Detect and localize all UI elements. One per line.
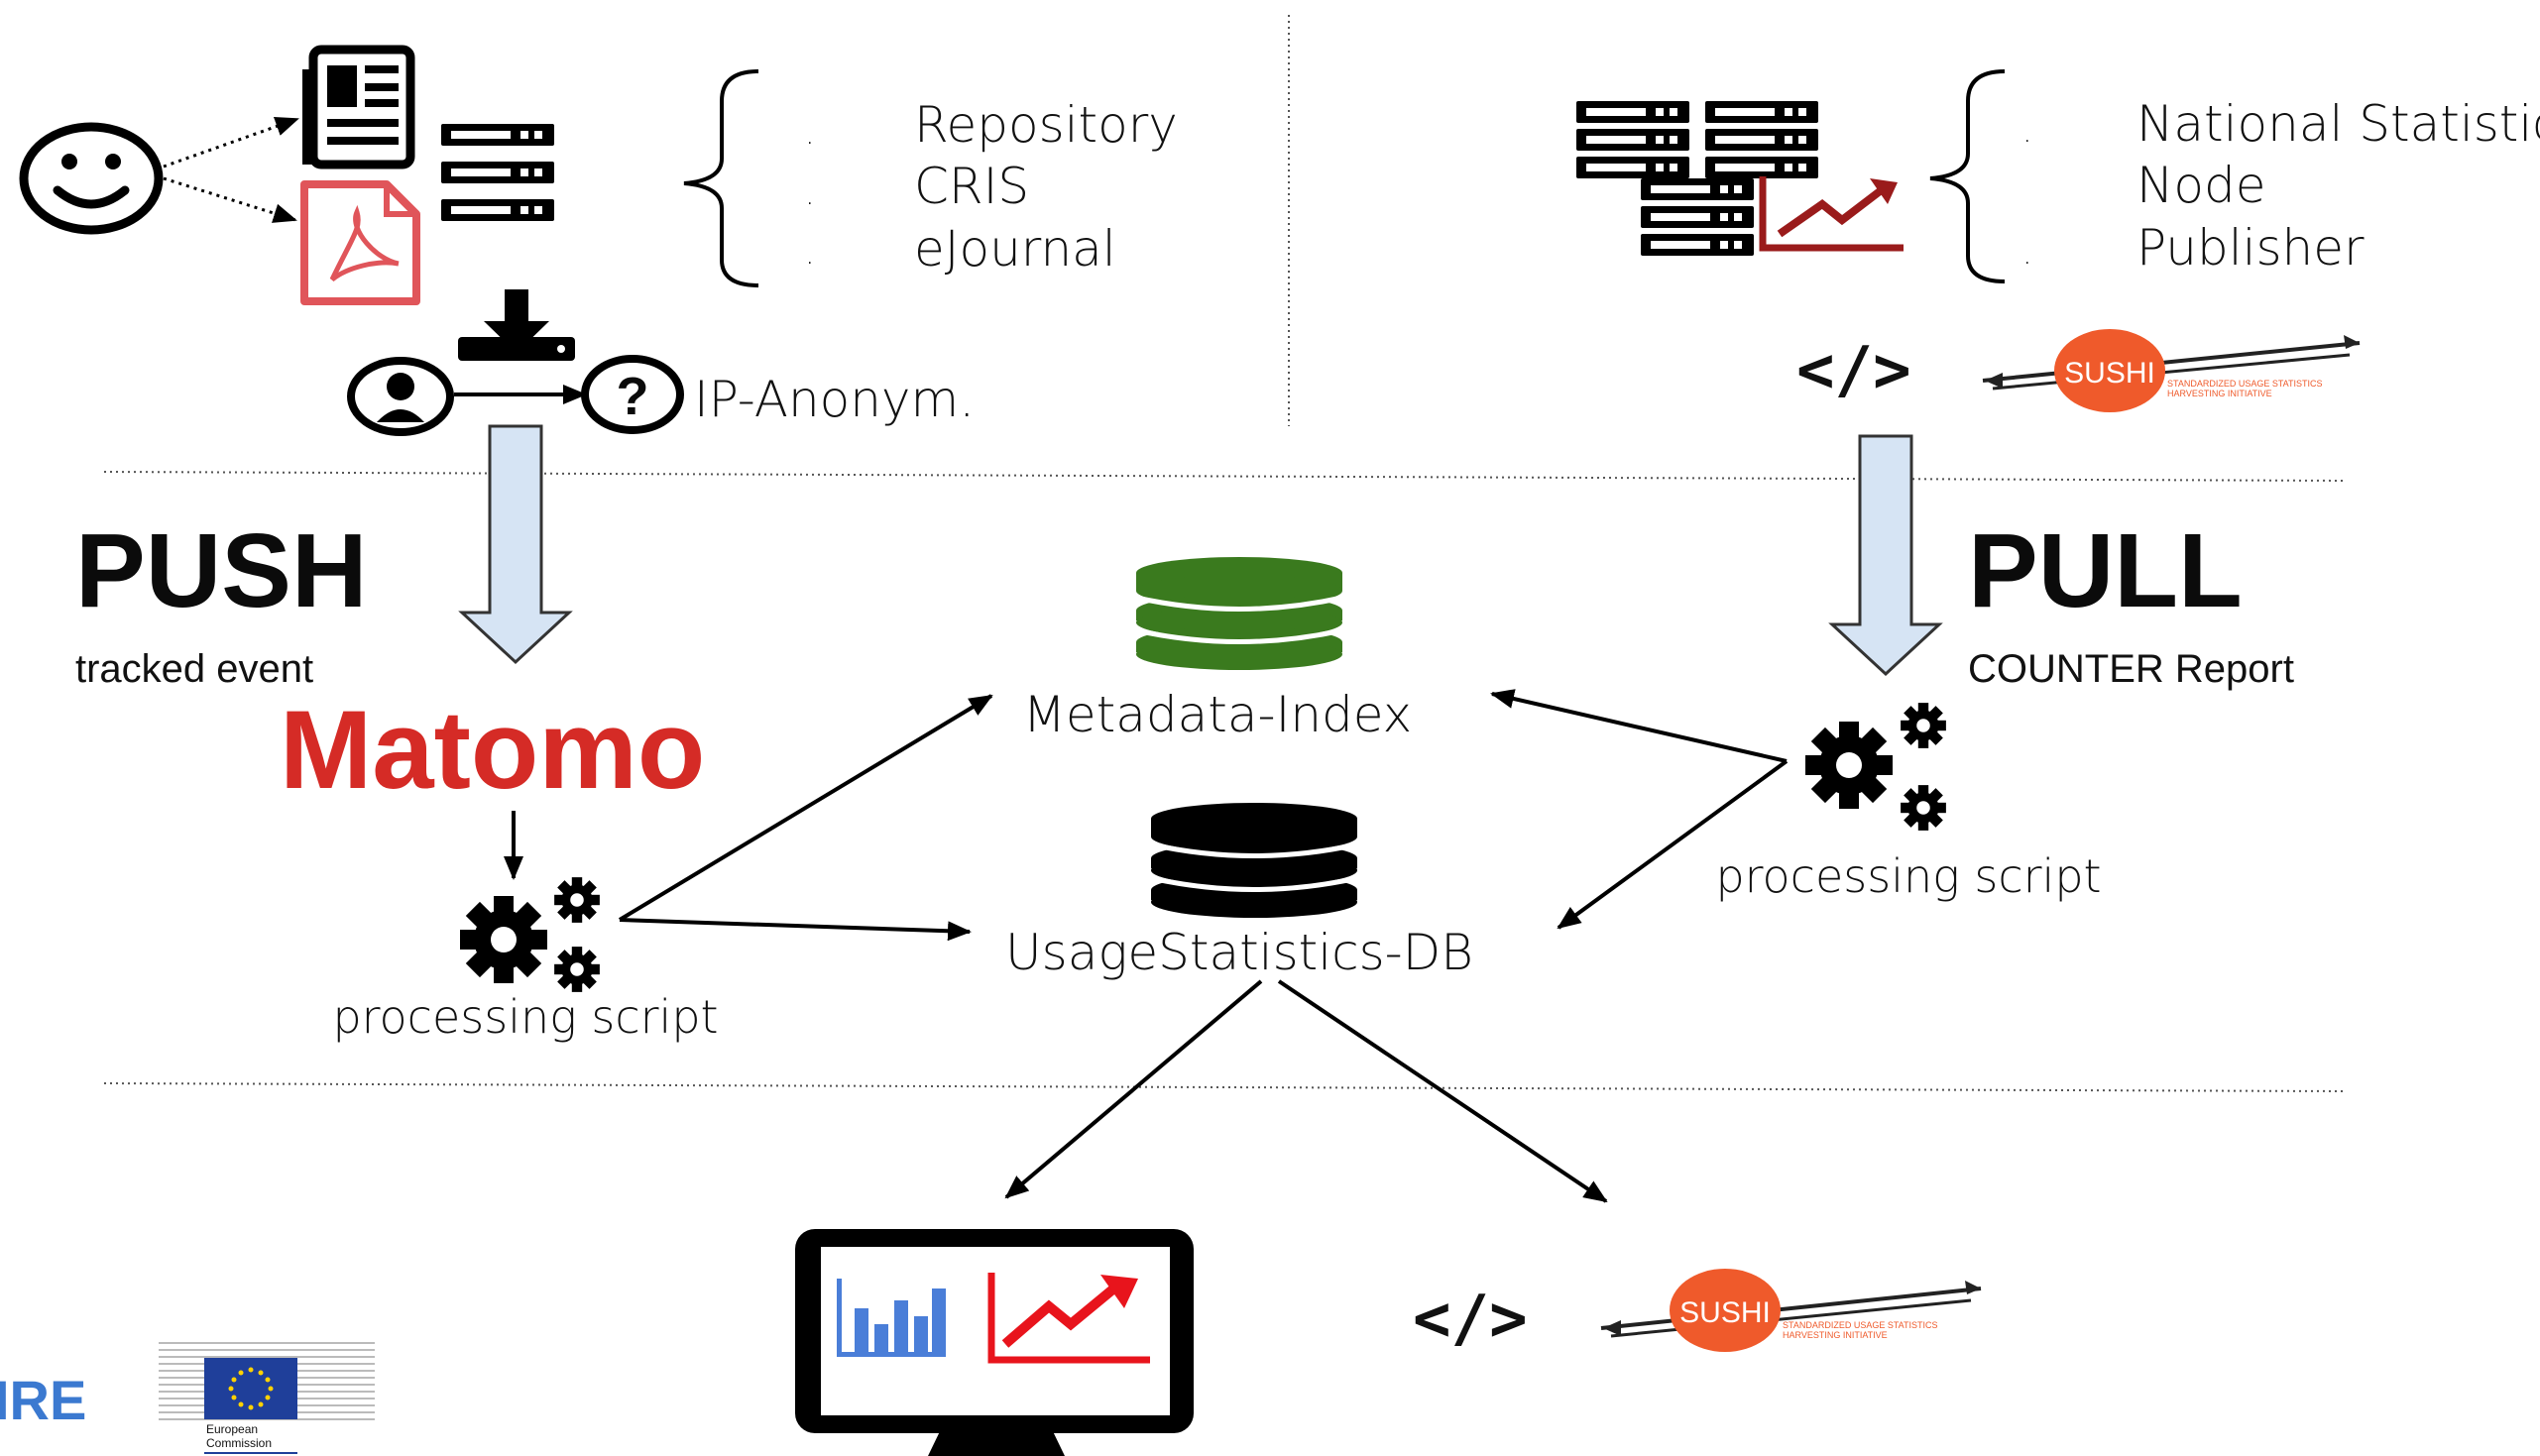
arrow-left-script-to-metadata (618, 694, 993, 922)
push-flow-arrow (458, 424, 573, 665)
trend-chart-icon-dashboard (987, 1273, 1150, 1364)
sushi-logo-top: SUSHI STANDARDIZED USAGE STATISTICS HARV… (1982, 329, 2361, 412)
smiley-to-news-arrow (163, 116, 299, 168)
source-ejournal: eJournal (914, 220, 1116, 278)
eu-commission-logo: European Commission (159, 1342, 375, 1454)
sushi-caption-top-1: STANDARDIZED USAGE STATISTICS (2167, 379, 2323, 389)
database-icon-usage (1151, 803, 1357, 918)
ip-anonym-label: IP-Anonym. (694, 371, 975, 428)
database-bands-usage (1150, 841, 1358, 892)
sources-right-list: . . National Statistics Node Publisher (2022, 95, 2540, 277)
eu-flag-icon (204, 1358, 297, 1419)
ec-caption-1: European (206, 1422, 258, 1436)
bar-chart-icon (837, 1279, 946, 1357)
arrow-left-script-to-db (619, 918, 972, 942)
download-icon (458, 289, 575, 361)
sushi-caption-bottom-2: HARVESTING INITIATIVE (1783, 1330, 1888, 1340)
database-bands-metadata (1135, 595, 1343, 644)
bullet-r1: . (2022, 115, 2032, 150)
metadata-index-label: Metadata-Index (1023, 686, 1412, 743)
arrow-right-script-to-metadata (1490, 689, 1788, 763)
gears-icon-left (460, 877, 600, 992)
bullet-3: . (805, 237, 815, 272)
arrow-db-to-dashboard (1004, 979, 1263, 1199)
source-publisher: Publisher (2136, 219, 2365, 277)
bracket-left (683, 69, 759, 287)
ec-caption-2: Commission (206, 1436, 272, 1450)
trend-chart-icon (1759, 176, 1904, 252)
monitor-icon (795, 1229, 1194, 1456)
smiley-icon (19, 122, 164, 235)
bullet-2: . (805, 177, 815, 212)
processing-script-right: processing script (1715, 849, 2101, 903)
processing-script-left: processing script (332, 990, 718, 1044)
gears-icon-right (1805, 703, 1946, 831)
user-icon (347, 357, 454, 436)
sushi-caption-top-2: HARVESTING INITIATIVE (2167, 389, 2272, 398)
bracket-right (1929, 69, 2006, 283)
arrow-right-script-to-db (1557, 759, 1789, 930)
pull-title: PULL (1968, 512, 2243, 629)
push-subtitle: tracked event (75, 647, 313, 691)
smiley-to-pdf-arrow (163, 176, 297, 223)
pull-flow-arrow (1828, 434, 1943, 677)
source-cris: CRIS (914, 158, 1029, 215)
arrow-db-to-sushi (1277, 979, 1608, 1203)
code-icon: </> (1796, 334, 1911, 407)
question-icon: ? (581, 355, 684, 434)
pull-subtitle: COUNTER Report (1968, 647, 2294, 691)
pdf-icon (300, 180, 420, 305)
sushi-logo-bottom: SUSHI STANDARDIZED USAGE STATISTICS HARV… (1600, 1269, 1982, 1352)
sources-left-list: . . . Repository CRIS eJournal (805, 96, 1178, 278)
matomo-logo: Matomo (280, 688, 705, 812)
source-node: Node (2136, 157, 2266, 214)
server-icon (441, 124, 554, 221)
sushi-caption-bottom-1: STANDARDIZED USAGE STATISTICS (1783, 1320, 1938, 1330)
bullet-1: . (805, 117, 815, 152)
sushi-badge-bottom: SUSHI (1679, 1296, 1771, 1329)
source-national-statistics: National Statistics (2136, 95, 2540, 153)
database-icon-metadata (1136, 557, 1342, 670)
newspaper-icon (302, 45, 415, 169)
usage-db-label: UsageStatistics-DB (1005, 924, 1473, 981)
bullet-r3: . (2022, 237, 2032, 272)
svg-text:?: ? (617, 367, 649, 426)
openaire-logo: IRE (0, 1369, 86, 1431)
code-icon-bottom: </> (1413, 1283, 1528, 1356)
sushi-badge-top: SUSHI (2064, 357, 2155, 390)
source-repository: Repository (914, 96, 1178, 154)
push-title: PUSH (75, 512, 368, 629)
